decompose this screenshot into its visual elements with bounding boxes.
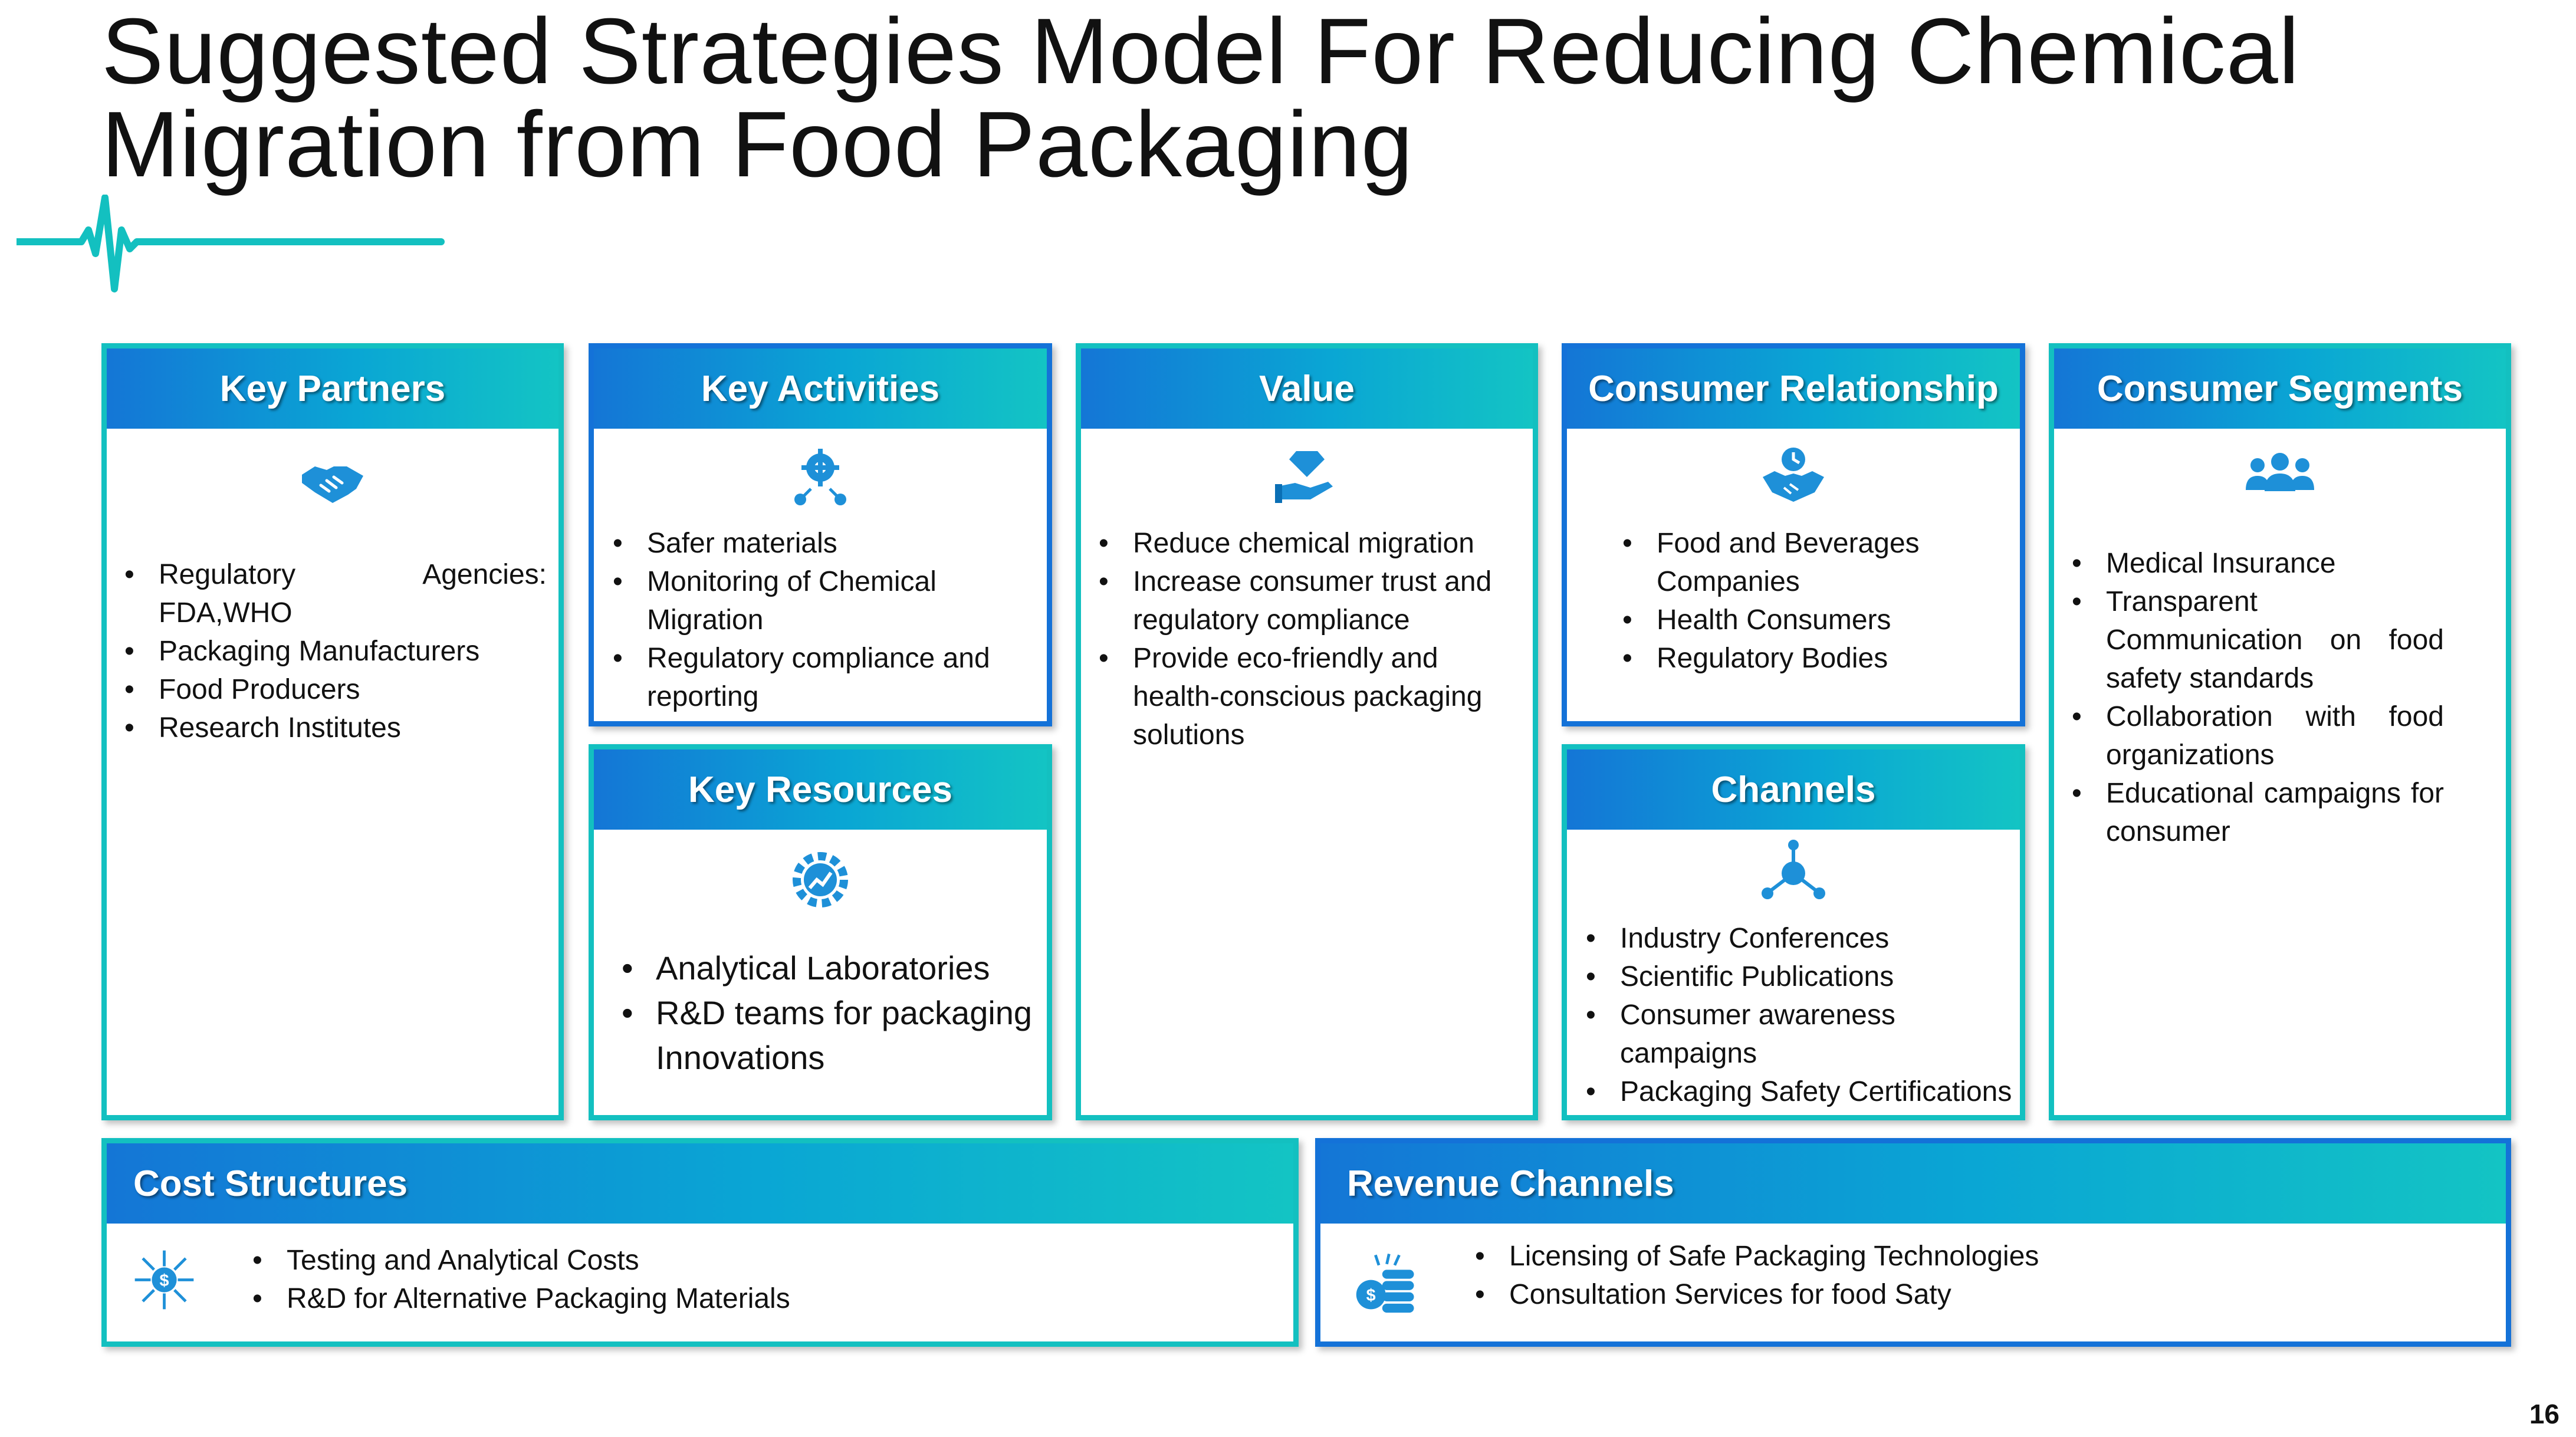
svg-text:$: $	[160, 1271, 169, 1290]
cost-structures-box: Cost Structures $ Testing and Analytical…	[101, 1138, 1299, 1347]
consumer-relationship-header: Consumer Relationship	[1567, 348, 2020, 429]
list-item: Testing and Analytical Costs	[245, 1241, 790, 1280]
value-header: Value	[1081, 348, 1533, 429]
key-resources-box: Key Resources Analytical Laboratories R&…	[589, 744, 1052, 1120]
list-item: Collaboration with food organizations	[2065, 698, 2444, 774]
network-nodes-icon	[1762, 840, 1825, 899]
slide-title: Suggested Strategies Model For Reducing …	[101, 5, 2401, 191]
handshake-clock-icon	[1763, 448, 1824, 502]
slide-title-line-2: Migration from Food Packaging	[101, 93, 1414, 196]
gear-growth-icon	[793, 852, 848, 907]
list-item: Licensing of Safe Packaging Technologies	[1468, 1237, 2039, 1275]
page-number: 16	[2529, 1399, 2559, 1429]
consumer-relationship-box: Consumer Relationship Food and Beverages…	[1562, 343, 2025, 726]
dollar-network-icon: $	[134, 1250, 194, 1309]
list-item: Medical Insurance	[2065, 544, 2444, 583]
list-item: Food and Beverages Companies	[1615, 524, 2008, 601]
list-item: Health Consumers	[1615, 601, 2008, 639]
revenue-channels-box: Revenue Channels $ Licensing of Safe Pac…	[1315, 1138, 2511, 1347]
handshake-icon	[302, 466, 363, 503]
list-item: Analytical Laboratories	[615, 946, 1035, 991]
list-item: Scientific Publications	[1579, 958, 2020, 996]
channels-box: Channels Industry Conferences Scientific…	[1562, 744, 2025, 1120]
list-item: Regulatory Bodies	[1615, 639, 2008, 678]
consumer-segments-header: Consumer Segments	[2054, 348, 2506, 429]
list-item: R&D teams for packaging Innovations	[615, 991, 1035, 1080]
value-box: Value Reduce chemical migration Increase…	[1076, 343, 1538, 1120]
channels-header: Channels	[1567, 749, 2020, 830]
revenue-channels-header: Revenue Channels	[1320, 1143, 2506, 1224]
list-item: Monitoring of Chemical Migration	[606, 563, 1035, 639]
heartbeat-line-icon	[17, 195, 445, 292]
key-activities-box: Key Activities Safer materials Monitorin…	[589, 343, 1052, 726]
list-item: Food Producers	[117, 670, 547, 709]
list-item: Regulatory compliance and reporting	[606, 639, 1035, 716]
list-item: Reduce chemical migration	[1092, 524, 1522, 563]
key-activities-header: Key Activities	[594, 348, 1047, 429]
list-item: Consumer awareness campaigns	[1579, 996, 2020, 1073]
key-partners-box: Key Partners Regulatory Agencies: FDA,WH…	[101, 343, 564, 1120]
list-item: Packaging Safety Certifications	[1579, 1073, 2020, 1111]
people-group-icon	[2246, 453, 2314, 491]
list-item: R&D for Alternative Packaging Materials	[245, 1280, 790, 1318]
list-item: Provide eco-friendly and health-consciou…	[1092, 639, 1522, 754]
list-item: Consultation Services for food Saty	[1468, 1275, 2039, 1314]
list-item: Research Institutes	[117, 709, 547, 747]
slide-title-line-1: Suggested Strategies Model For Reducing …	[101, 0, 2300, 103]
list-item: Increase consumer trust and regulatory c…	[1092, 563, 1522, 639]
list-item: Transparent Communication on food safety…	[2065, 583, 2444, 698]
hand-diamond-icon	[1275, 451, 1333, 503]
network-gear-icon	[794, 449, 846, 505]
list-item: Regulatory Agencies: FDA,WHO	[117, 555, 547, 632]
svg-text:$: $	[1366, 1286, 1376, 1305]
list-item: Safer materials	[606, 524, 1035, 563]
key-resources-header: Key Resources	[594, 749, 1047, 830]
list-item: Packaging Manufacturers	[117, 632, 547, 670]
key-partners-header: Key Partners	[107, 348, 558, 429]
cost-structures-header: Cost Structures	[107, 1143, 1293, 1224]
list-item: Educational campaigns for consumer	[2065, 774, 2444, 851]
consumer-segments-box: Consumer Segments Medical Insurance Tran…	[2049, 343, 2511, 1120]
coins-stack-icon: $	[1356, 1253, 1414, 1313]
list-item: Industry Conferences	[1579, 919, 2020, 958]
